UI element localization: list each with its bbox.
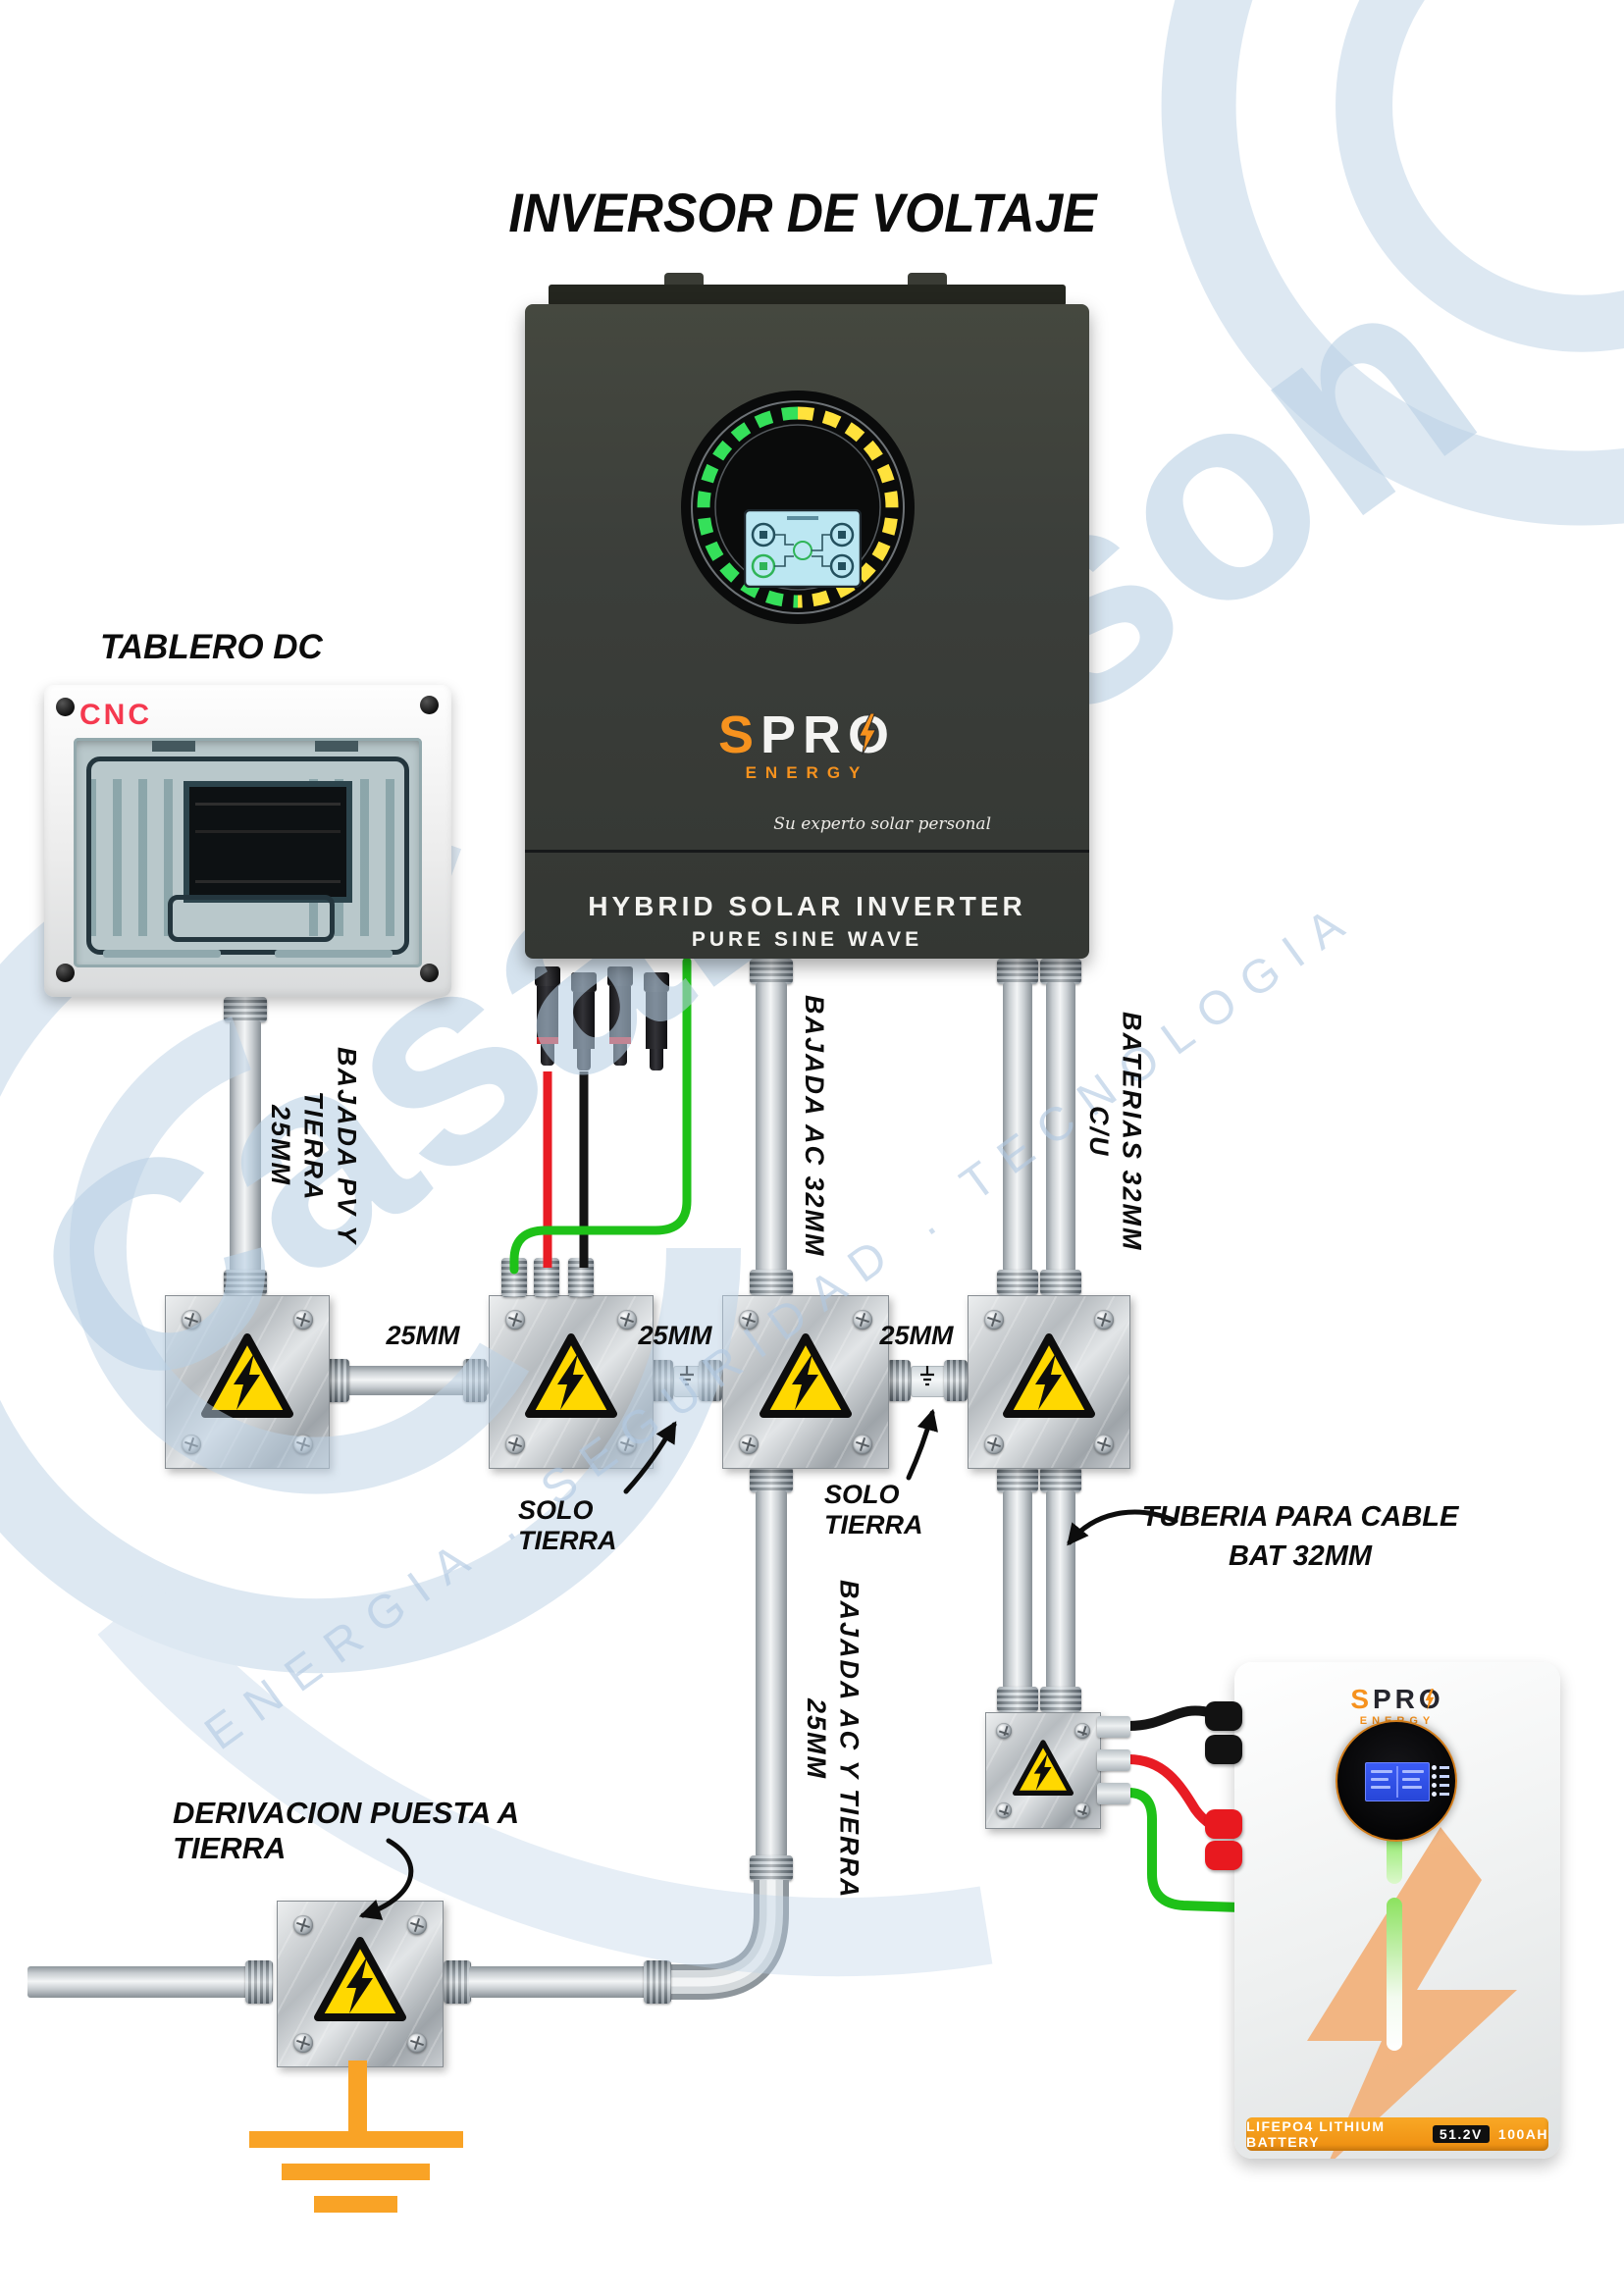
dc-breaker-panel: CNC <box>44 685 451 997</box>
arrow-derivacion <box>358 1838 414 1920</box>
conduit-gland <box>750 959 793 984</box>
conduit-battery-2 <box>1046 982 1075 1272</box>
hybrid-inverter: SPRO ENERGY Su experto solar personal HY… <box>525 271 1089 959</box>
lightning-bolt-icon <box>1425 1689 1435 1710</box>
logo-pr: PR <box>1373 1684 1419 1714</box>
conduit-coupling <box>644 1960 671 2004</box>
inverter-product-line2: PURE SINE WAVE <box>691 928 923 951</box>
conduit-gland <box>444 1960 471 2004</box>
ground-symbol-icon <box>920 1366 934 1386</box>
arrow-tuberia <box>1067 1509 1179 1546</box>
battery-bolt-graphic <box>1307 1827 1517 2159</box>
conduit-gland <box>997 959 1038 984</box>
conduit-gland <box>1040 1687 1081 1712</box>
conduit-gland <box>224 1270 267 1295</box>
dc-panel-brand: CNC <box>79 699 152 731</box>
junction-box-3 <box>722 1295 889 1469</box>
battery-voltage-badge: 51.2V <box>1432 2125 1490 2143</box>
logo-s: S <box>1350 1684 1373 1714</box>
label-25mm-2: 25MM <box>638 1321 712 1350</box>
battery-footer: LIFEPO4 LITHIUM BATTERY 51.2V 100AH <box>1246 2117 1548 2151</box>
conduit-ac <box>756 982 787 1272</box>
inverter-slogan: Su experto solar personal <box>773 814 991 834</box>
junction-box-5 <box>985 1712 1101 1829</box>
mc4-connector <box>607 966 633 1066</box>
battery-logo: SPRO <box>1234 1684 1560 1715</box>
battery-terminal-black <box>1205 1701 1242 1731</box>
conduit-gland <box>1040 959 1081 984</box>
label-bajada-ac: BAJADA AC 32MM <box>799 995 829 1258</box>
label-25mm-1: 25MM <box>386 1321 460 1350</box>
lightning-bolt-icon <box>858 713 877 755</box>
conduit-gland <box>245 1960 273 2004</box>
wire-gland <box>1097 1716 1130 1738</box>
label-tuberia-line2: BAT 32MM <box>1228 1540 1373 1572</box>
battery-display <box>1336 1720 1457 1842</box>
conduit-gland <box>1040 1270 1081 1295</box>
conduit-ground-right <box>469 1966 652 1998</box>
label-bajada-pv: BAJADA PV Y TIERRA 25MM <box>263 999 362 1293</box>
junction-box-4 <box>968 1295 1130 1469</box>
label-derivacion: DERIVACION PUESTA A TIERRA <box>173 1796 518 1865</box>
conduit-gland <box>750 1270 793 1295</box>
earth-ground-icon <box>249 2061 463 2213</box>
conduit-gland <box>997 1467 1038 1492</box>
wire-black-battery <box>1124 1705 1218 1731</box>
label-bajada-pv-line1: BAJADA PV Y TIERRA <box>298 1046 362 1246</box>
battery-lcd <box>1365 1762 1430 1801</box>
label-bajada-ac-tierra: BAJADA AC Y TIERRA 25MM <box>801 1579 864 1900</box>
mc4-connector <box>571 972 597 1070</box>
wire-green-battery <box>1124 1788 1245 1912</box>
wire-green <box>509 957 692 1275</box>
battery-terminal-red <box>1205 1809 1242 1839</box>
lithium-battery: SPRO ENERGY LIFEPO <box>1234 1662 1560 2159</box>
label-bajada-pv-line2: 25MM <box>265 1105 295 1187</box>
wire-gland <box>1097 1749 1130 1771</box>
conduit-gland <box>997 1270 1038 1295</box>
battery-footer-text: LIFEPO4 LITHIUM BATTERY <box>1246 2118 1386 2150</box>
arrow-solo-tierra-2 <box>906 1408 938 1481</box>
label-solo-tierra-2: SOLO TIERRA <box>824 1480 923 1539</box>
conduit-bat-down-1 <box>1003 1490 1032 1689</box>
conduit-ground-left <box>27 1966 249 1998</box>
logo-s: S <box>717 705 760 764</box>
conduit-battery-1 <box>1003 982 1032 1272</box>
battery-terminal-red <box>1205 1841 1242 1870</box>
divider <box>525 850 1089 853</box>
arrow-solo-tierra-1 <box>623 1421 677 1494</box>
logo-pr: PR <box>760 705 849 764</box>
label-25mm-3: 25MM <box>879 1321 954 1350</box>
inverter-product-line1: HYBRID SOLAR INVERTER <box>588 891 1026 921</box>
inverter-logo: SPRO <box>525 704 1089 765</box>
conduit-gland <box>750 1467 793 1492</box>
inverter-logo-sub: ENERGY <box>745 763 869 782</box>
label-tuberia-line1: TUBERIA PARA CABLE <box>1141 1501 1459 1533</box>
battery-terminal-black <box>1205 1735 1242 1764</box>
battery-led-bar-large <box>1387 1898 1402 2051</box>
conduit-elbow <box>671 1880 789 2000</box>
page-title: INVERSOR DE VOLTAJE <box>508 182 1097 243</box>
dc-panel-window <box>74 738 422 967</box>
dc-breakers <box>189 787 346 897</box>
mc4-connector <box>644 972 669 1070</box>
conduit-ac-ground-down <box>756 1490 787 1857</box>
battery-capacity: 100AH <box>1497 2126 1548 2142</box>
label-solo-tierra-1: SOLO TIERRA <box>518 1495 617 1555</box>
conduit-gland <box>997 1687 1038 1712</box>
conduit-gland <box>887 1360 911 1401</box>
ground-junction-box <box>277 1901 444 2067</box>
conduit-coupling <box>750 1855 793 1881</box>
mc4-connector <box>535 966 560 1066</box>
conduit-gland <box>944 1360 968 1401</box>
label-tablero-dc: TABLERO DC <box>100 628 323 666</box>
wire-gland <box>1097 1783 1130 1804</box>
inverter-lcd <box>744 509 862 588</box>
label-baterias: BATERIAS 32MM C/U <box>1083 1011 1147 1252</box>
conduit-gland <box>1040 1467 1081 1492</box>
conduit-gland <box>326 1359 349 1402</box>
